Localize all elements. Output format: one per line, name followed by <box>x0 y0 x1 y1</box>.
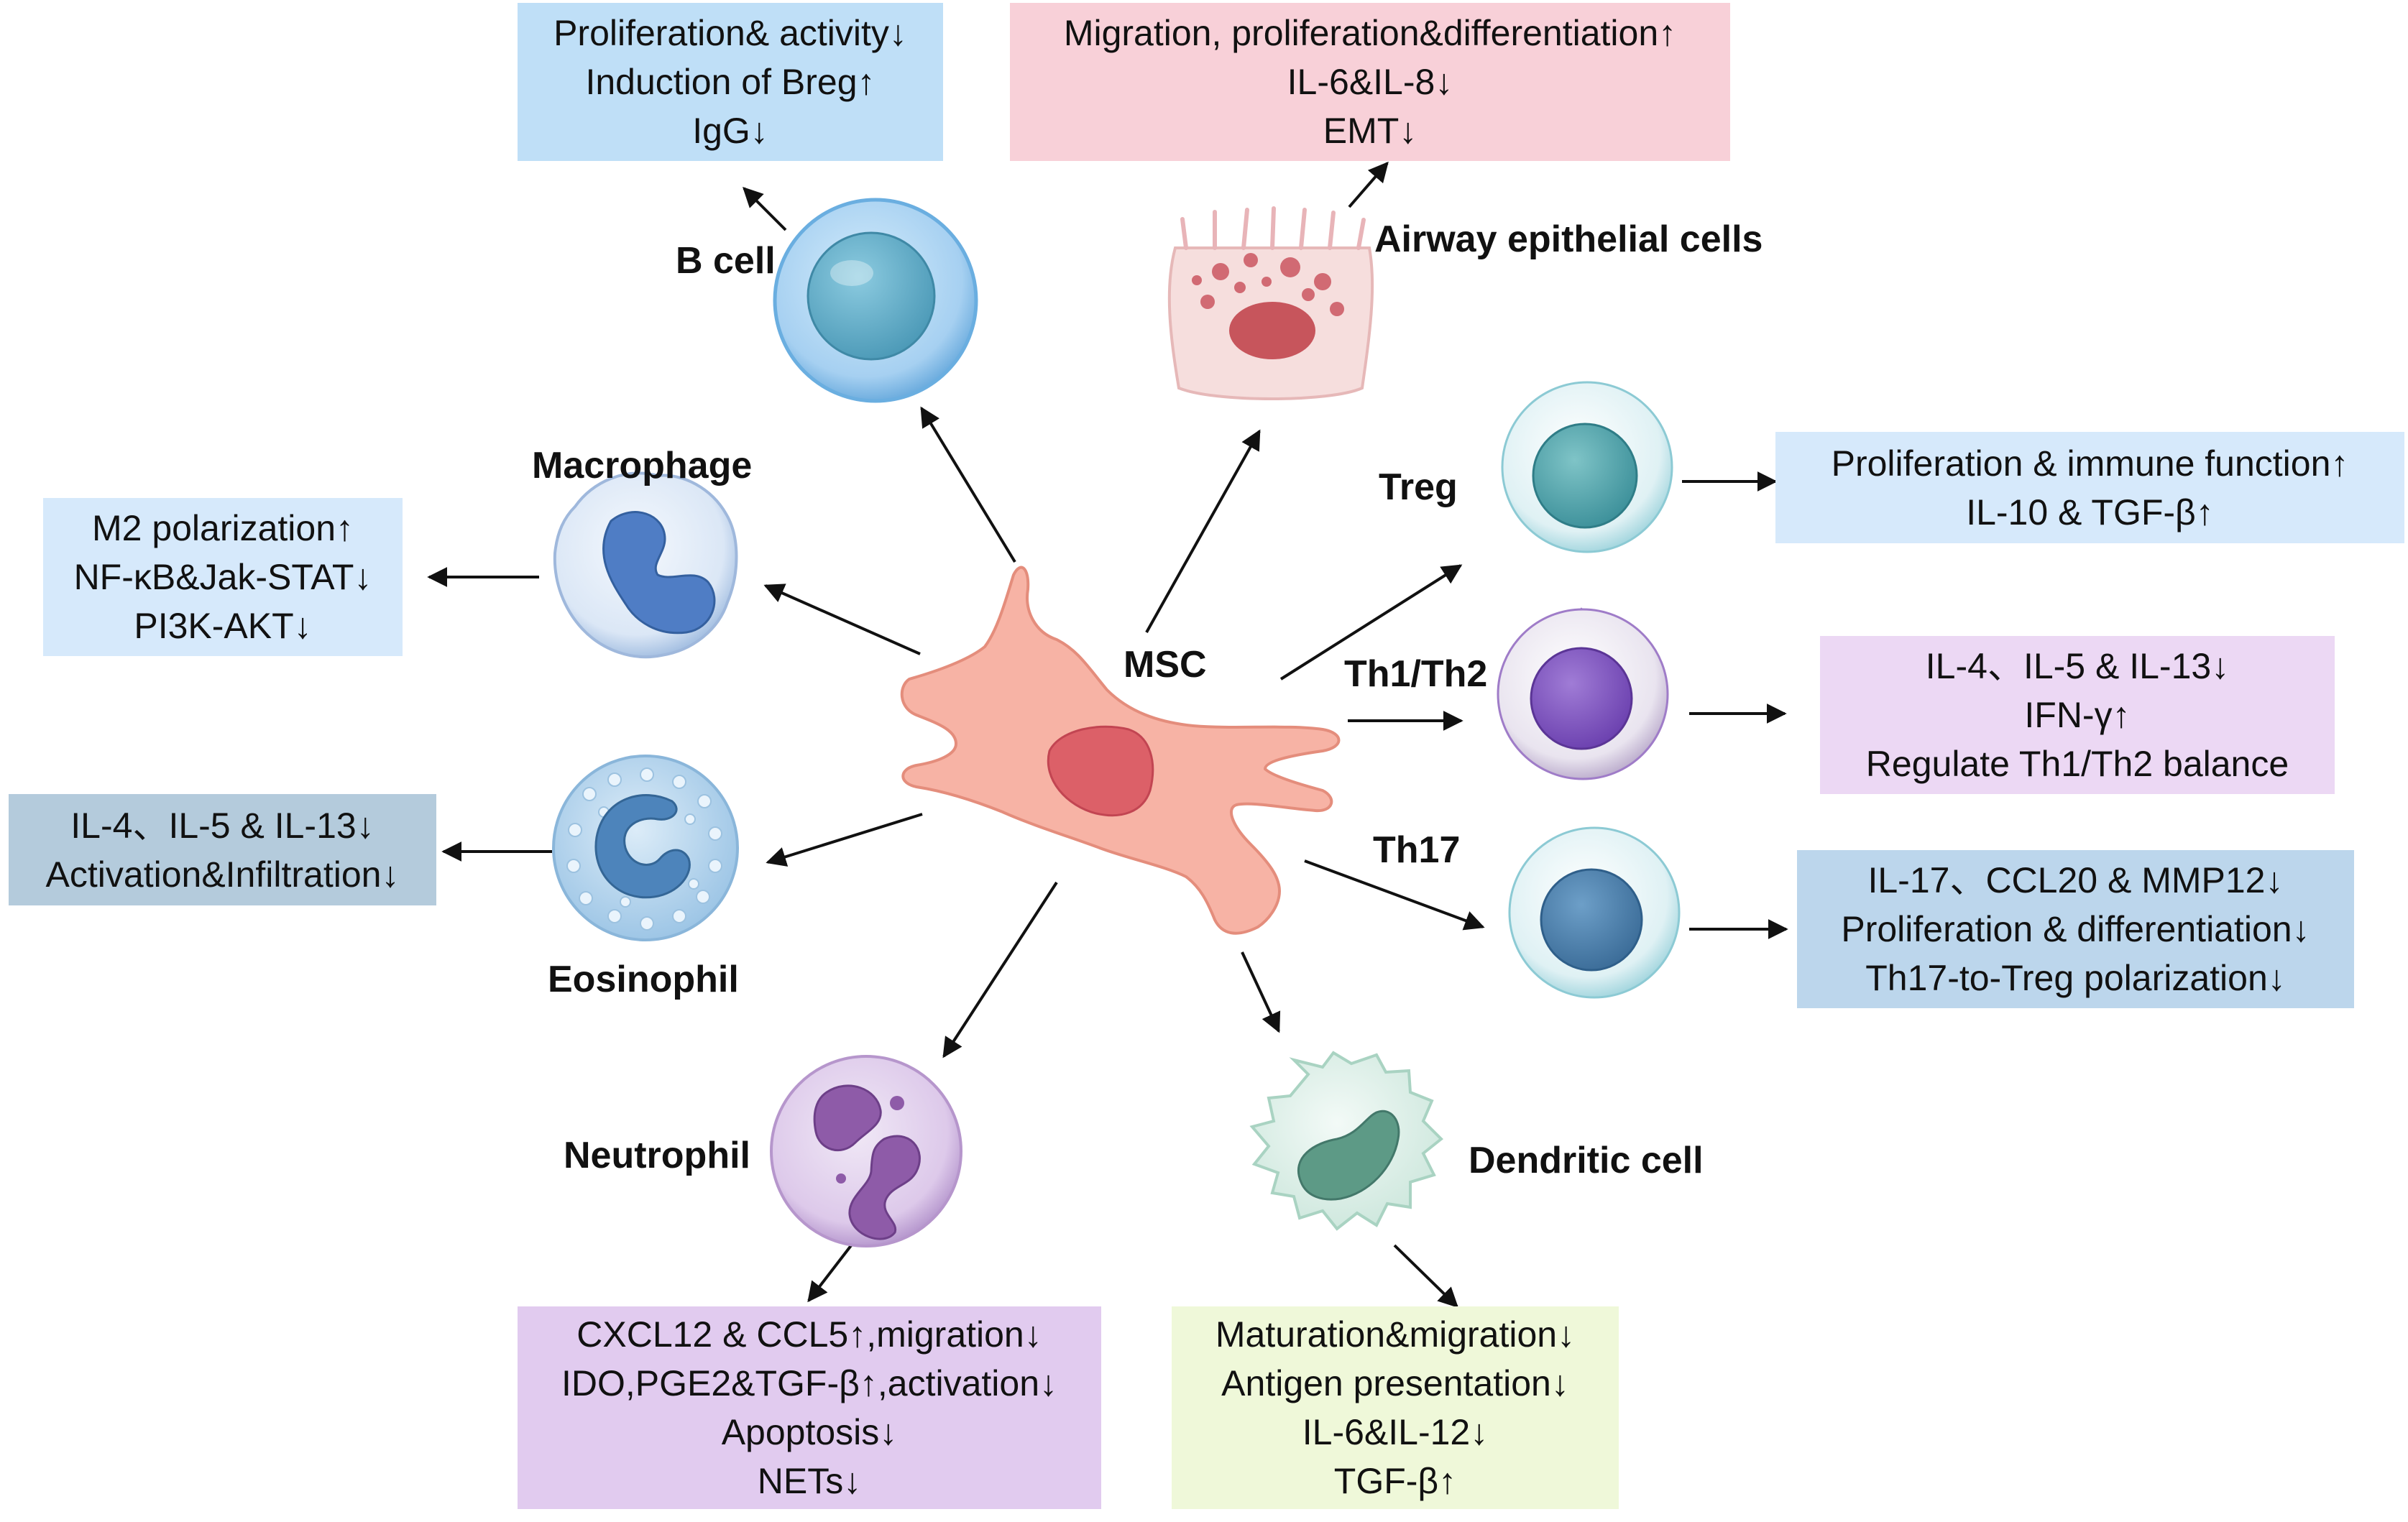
neutrophil-effect-line: IDO,PGE2&TGF-β↑,activation↓ <box>561 1363 1058 1403</box>
arrow-airway-to-box <box>1348 161 1389 208</box>
macrophage-effect-line: PI3K-AKT↓ <box>134 606 312 646</box>
b-cell-effect-line: IgG↓ <box>692 111 768 151</box>
dendritic-effect-line: IL-6&IL-12↓ <box>1302 1412 1489 1452</box>
arrows <box>427 161 1788 1308</box>
treg-effects-box: Proliferation & immune function↑ IL-10 &… <box>1775 432 2404 543</box>
dendritic-effect-line: Antigen presentation↓ <box>1221 1363 1569 1403</box>
airway-epithelial-cell-icon <box>1167 206 1374 400</box>
macrophage-label: Macrophage <box>532 445 753 486</box>
th17-effect-line: Th17-to-Treg polarization↓ <box>1865 958 2286 998</box>
dendritic-cell-label: Dendritic cell <box>1469 1140 1704 1181</box>
airway-effect-line: IL-6&IL-8↓ <box>1287 62 1453 102</box>
th1-th2-effect-line: IFN-γ↑ <box>2024 695 2131 735</box>
dendritic-cell-icon <box>1249 1051 1443 1231</box>
airway-effect-line: Migration, proliferation&differentiation… <box>1063 13 1677 53</box>
macrophage-icon <box>553 471 738 659</box>
th1-th2-label: Th1/Th2 <box>1344 653 1488 695</box>
arrow-msc-to-th17 <box>1304 859 1485 931</box>
b-cell-effect-line: Induction of Breg↑ <box>585 62 876 102</box>
th17-effects-box: IL-17、CCL20 & MMP12↓ Proliferation & dif… <box>1797 850 2354 1008</box>
th17-effect-line: Proliferation & differentiation↓ <box>1841 909 2310 949</box>
th1-th2-cell-icon <box>1497 607 1669 780</box>
eosinophil-label: Eosinophil <box>548 959 739 1000</box>
macrophage-effect-line: M2 polarization↑ <box>91 508 354 548</box>
th17-label: Th17 <box>1373 829 1461 871</box>
neutrophil-effect-line: Apoptosis↓ <box>721 1412 898 1452</box>
arrow-msc-to-bcell <box>920 406 1016 563</box>
arrow-msc-to-eosinophil <box>766 813 923 867</box>
arrow-dendritic-to-box <box>1393 1244 1459 1308</box>
macrophage-effect-line: NF-κB&Jak-STAT↓ <box>73 557 372 597</box>
eosinophil-icon <box>552 755 739 941</box>
airway-effects-box: Migration, proliferation&differentiation… <box>1010 3 1730 161</box>
neutrophil-icon <box>770 1055 962 1247</box>
dendritic-effect-line: TGF-β↑ <box>1333 1461 1457 1501</box>
th1-th2-effect-line: Regulate Th1/Th2 balance <box>1865 744 2289 784</box>
arrow-bcell-to-box <box>743 187 787 231</box>
b-cell-label: B cell <box>676 240 776 282</box>
arrow-msc-to-macrophage <box>763 584 921 655</box>
treg-label: Treg <box>1379 466 1458 508</box>
arrow-msc-to-airway <box>1145 429 1261 633</box>
th17-effect-line: IL-17、CCL20 & MMP12↓ <box>1867 860 2284 900</box>
arrow-msc-to-treg <box>1279 564 1463 681</box>
treg-effect-line: IL-10 & TGF-β↑ <box>1966 492 2214 532</box>
dendritic-effects-box: Maturation&migration↓ Antigen presentati… <box>1172 1306 1619 1509</box>
msc-label: MSC <box>1123 644 1207 686</box>
airway-effect-line: EMT↓ <box>1323 111 1417 151</box>
arrow-msc-to-neutrophil <box>942 881 1058 1059</box>
dendritic-effect-line: Maturation&migration↓ <box>1215 1314 1576 1355</box>
arrow-msc-to-dendritic <box>1241 951 1281 1033</box>
b-cell-effect-line: Proliferation& activity↓ <box>553 13 907 53</box>
th1-th2-effect-line: IL-4、IL-5 & IL-13↓ <box>1925 646 2230 686</box>
eosinophil-effects-box: IL-4、IL-5 & IL-13↓ Activation&Infiltrati… <box>9 794 436 905</box>
th17-cell-icon <box>1508 826 1681 999</box>
b-cell-effects-box: Proliferation& activity↓ Induction of Br… <box>518 3 943 161</box>
neutrophil-effects-box: CXCL12 & CCL5↑,migration↓ IDO,PGE2&TGF-β… <box>518 1306 1101 1509</box>
eosinophil-effect-line: IL-4、IL-5 & IL-13↓ <box>70 805 374 846</box>
treg-effect-line: Proliferation & immune function↑ <box>1831 443 2349 484</box>
eosinophil-effect-line: Activation&Infiltration↓ <box>45 854 400 895</box>
neutrophil-label: Neutrophil <box>564 1135 750 1176</box>
msc-cell-icon <box>900 566 1341 935</box>
neutrophil-effect-line: NETs↓ <box>757 1461 862 1501</box>
b-cell-icon <box>773 198 978 403</box>
treg-cell-icon <box>1501 381 1673 553</box>
neutrophil-effect-line: CXCL12 & CCL5↑,migration↓ <box>576 1314 1042 1355</box>
th1-th2-effects-box: IL-4、IL-5 & IL-13↓ IFN-γ↑ Regulate Th1/T… <box>1820 636 2335 794</box>
arrow-neutrophil-to-box <box>807 1243 853 1303</box>
airway-epithelial-label: Airway epithelial cells <box>1374 218 1763 260</box>
macrophage-effects-box: M2 polarization↑ NF-κB&Jak-STAT↓ PI3K-AK… <box>43 498 403 656</box>
